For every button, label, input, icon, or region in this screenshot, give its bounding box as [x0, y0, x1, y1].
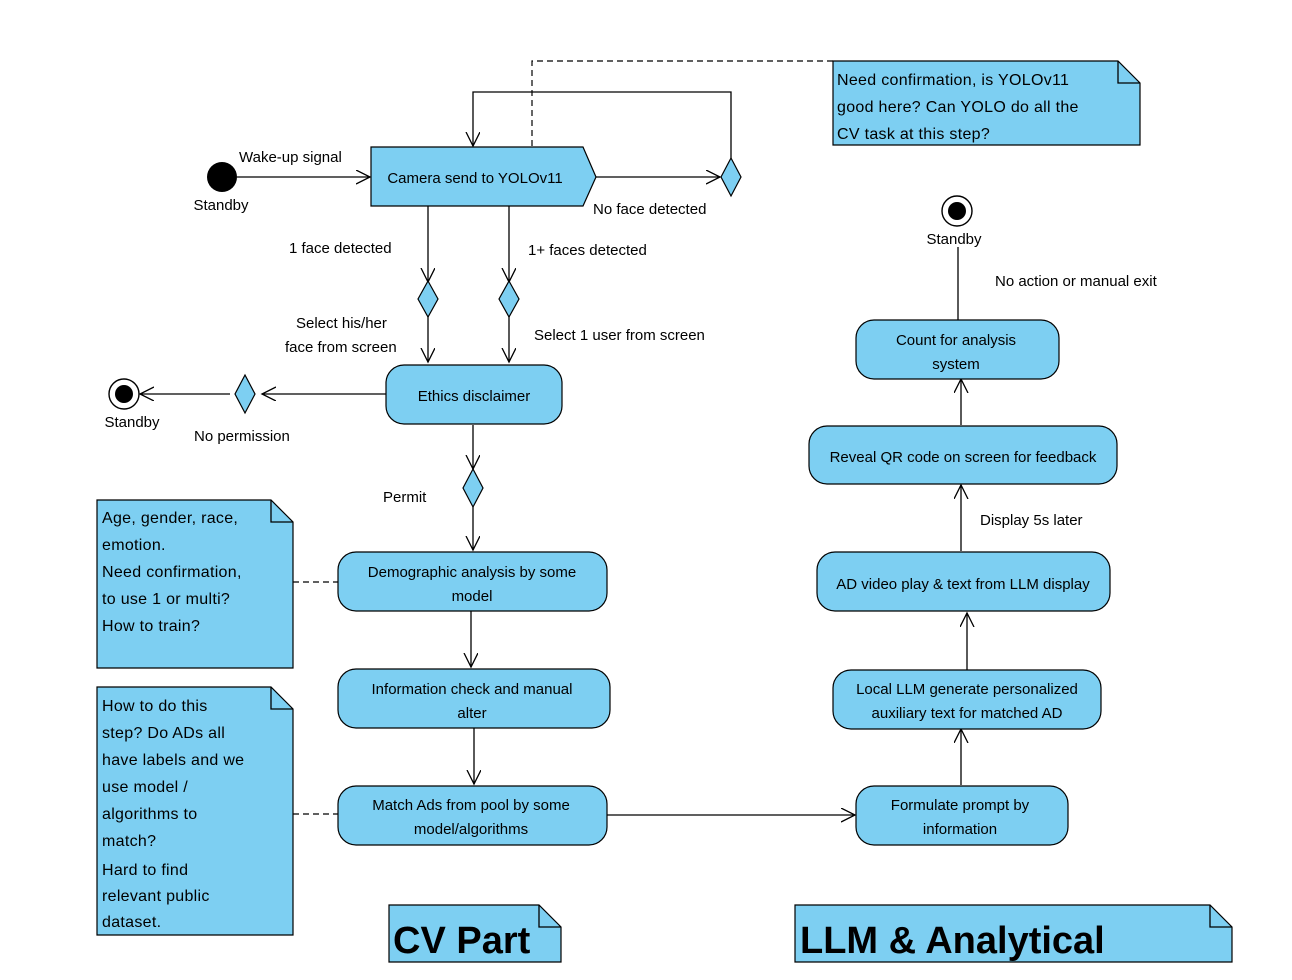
note-cv-part-label: CV Part	[393, 920, 531, 962]
label-no-action: No action or manual exit	[995, 273, 1158, 290]
note-match-line2: step? Do ADs all	[102, 725, 225, 742]
note-demographic-line5: How to train?	[102, 618, 200, 635]
node-formulate: Formulate prompt by information	[855, 785, 1069, 846]
note-llm-part: LLM & Analytical	[794, 904, 1233, 963]
note-connector-yolo	[531, 60, 833, 146]
decision-no-face	[720, 156, 742, 198]
decision-multi-face	[498, 279, 520, 319]
left-end-label: Standby	[104, 414, 160, 431]
label-multi-faces: 1+ faces detected	[528, 242, 647, 259]
note-yolo: Need confirmation, is YOLOv11 good here?…	[832, 60, 1141, 146]
label-no-permission: No permission	[194, 428, 290, 445]
right-end-node: Standby	[926, 195, 982, 248]
note-match-line4: use model /	[102, 779, 188, 796]
label-select-self-1: Select his/her	[296, 315, 387, 332]
label-one-face: 1 face detected	[289, 240, 392, 257]
note-match-line6: match?	[102, 833, 156, 850]
note-cv-part: CV Part	[388, 904, 562, 963]
decision-nodes	[234, 156, 742, 509]
note-match-line5: algorithms to	[102, 806, 198, 823]
edges	[140, 60, 967, 815]
label-select-one: Select 1 user from screen	[534, 327, 705, 344]
node-info-check-line1: Information check and manual	[372, 681, 573, 698]
node-info-check: Information check and manual alter	[337, 668, 611, 729]
node-local-llm: Local LLM generate personalized auxiliar…	[832, 669, 1102, 730]
right-end-label: Standby	[926, 231, 982, 248]
node-demographic-line2: model	[452, 588, 493, 605]
note-demographic-line1: Age, gender, race,	[102, 510, 238, 527]
note-yolo-line1: Need confirmation, is YOLOv11	[837, 72, 1069, 89]
note-demographic: Age, gender, race, emotion. Need confirm…	[96, 499, 294, 669]
note-demographic-line2: emotion.	[102, 537, 166, 554]
note-match: How to do this step? Do ADs all have lab…	[96, 686, 294, 936]
node-local-llm-line1: Local LLM generate personalized	[856, 681, 1078, 698]
node-match-ads: Match Ads from pool by some model/algori…	[337, 785, 608, 846]
decision-one-face	[417, 279, 439, 319]
note-match-line8: relevant public	[102, 888, 210, 905]
node-reveal-qr: Reveal QR code on screen for feedback	[808, 425, 1118, 485]
note-yolo-line3: CV task at this step?	[837, 126, 990, 143]
node-info-check-line2: alter	[457, 705, 486, 722]
node-ethics-label: Ethics disclaimer	[418, 388, 531, 405]
node-match-ads-line1: Match Ads from pool by some	[372, 797, 570, 814]
node-count-line1: Count for analysis	[896, 332, 1016, 349]
note-match-line7: Hard to find	[102, 862, 188, 879]
note-demographic-line4: to use 1 or multi?	[102, 591, 230, 608]
node-formulate-line1: Formulate prompt by	[891, 797, 1030, 814]
node-match-ads-line2: model/algorithms	[414, 821, 528, 838]
node-ethics: Ethics disclaimer	[385, 364, 563, 425]
note-demographic-line3: Need confirmation,	[102, 564, 242, 581]
label-wake-up: Wake-up signal	[239, 149, 342, 166]
node-ad-video: AD video play & text from LLM display	[816, 551, 1111, 612]
left-end-node: Standby	[104, 378, 160, 431]
node-camera: Camera send to YOLOv11	[370, 146, 597, 207]
edge-loop-back	[473, 91, 732, 158]
note-match-line9: dataset.	[102, 914, 161, 931]
label-no-face: No face detected	[593, 201, 706, 218]
node-demographic-line1: Demographic analysis by some	[368, 564, 576, 581]
node-camera-label: Camera send to YOLOv11	[387, 170, 562, 187]
node-demographic: Demographic analysis by some model	[337, 551, 608, 612]
node-formulate-line2: information	[923, 821, 997, 838]
decision-permit	[462, 467, 484, 509]
decision-no-permission	[234, 373, 256, 415]
node-count: Count for analysis system	[855, 319, 1060, 380]
edge-labels: Wake-up signal No face detected 1 face d…	[194, 149, 1158, 529]
label-display-later: Display 5s later	[980, 512, 1083, 529]
node-count-line2: system	[932, 356, 980, 373]
note-match-line1: How to do this	[102, 698, 208, 715]
note-llm-part-label: LLM & Analytical	[800, 920, 1105, 962]
note-yolo-line2: good here? Can YOLO do all the	[837, 99, 1079, 116]
start-label: Standby	[193, 197, 249, 214]
node-ad-video-label: AD video play & text from LLM display	[836, 576, 1090, 593]
label-select-self-2: face from screen	[285, 339, 397, 356]
label-permit: Permit	[383, 489, 427, 506]
node-reveal-qr-label: Reveal QR code on screen for feedback	[830, 449, 1097, 466]
note-match-line3: have labels and we	[102, 752, 244, 769]
node-local-llm-line2: auxiliary text for matched AD	[872, 705, 1063, 722]
start-node: Standby	[193, 162, 249, 214]
